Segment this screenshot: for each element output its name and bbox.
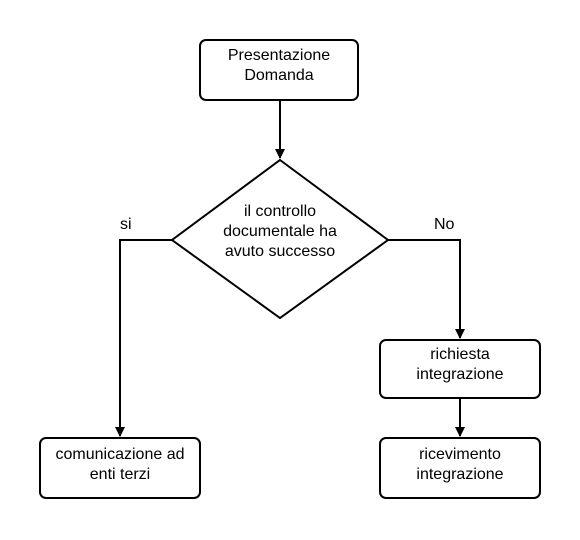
edge-decision-yes-to-notify <box>115 239 172 437</box>
decision-line2: documentale ha <box>223 223 337 240</box>
node-ricevimento-integrazione: ricevimento integrazione <box>379 437 541 499</box>
edge-label-yes: si <box>120 216 132 233</box>
node-ricevimento-line2: integrazione <box>416 466 503 483</box>
node-comunicazione-line2: enti terzi <box>90 466 150 483</box>
node-richiesta-line2: integrazione <box>416 366 503 383</box>
edge-decision-no-to-request <box>388 239 465 339</box>
decision-line3: avuto successo <box>225 243 335 260</box>
decision-line1: il controllo <box>244 203 316 220</box>
node-comunicazione-line1: comunicazione ad <box>56 446 185 463</box>
node-comunicazione-enti-terzi: comunicazione ad enti terzi <box>39 437 201 499</box>
decision-controllo-documentale: il controllo documentale ha avuto succes… <box>170 158 390 320</box>
edge-label-no: No <box>434 216 455 233</box>
node-ricevimento-line1: ricevimento <box>419 446 501 463</box>
node-richiesta-integrazione: richiesta integrazione <box>379 339 541 399</box>
node-presentazione-domanda-line1: Presentazione <box>228 47 330 64</box>
node-presentazione-domanda-line2: Domanda <box>244 67 313 84</box>
node-presentazione-domanda: Presentazione Domanda <box>199 39 359 101</box>
node-richiesta-line1: richiesta <box>430 346 490 363</box>
